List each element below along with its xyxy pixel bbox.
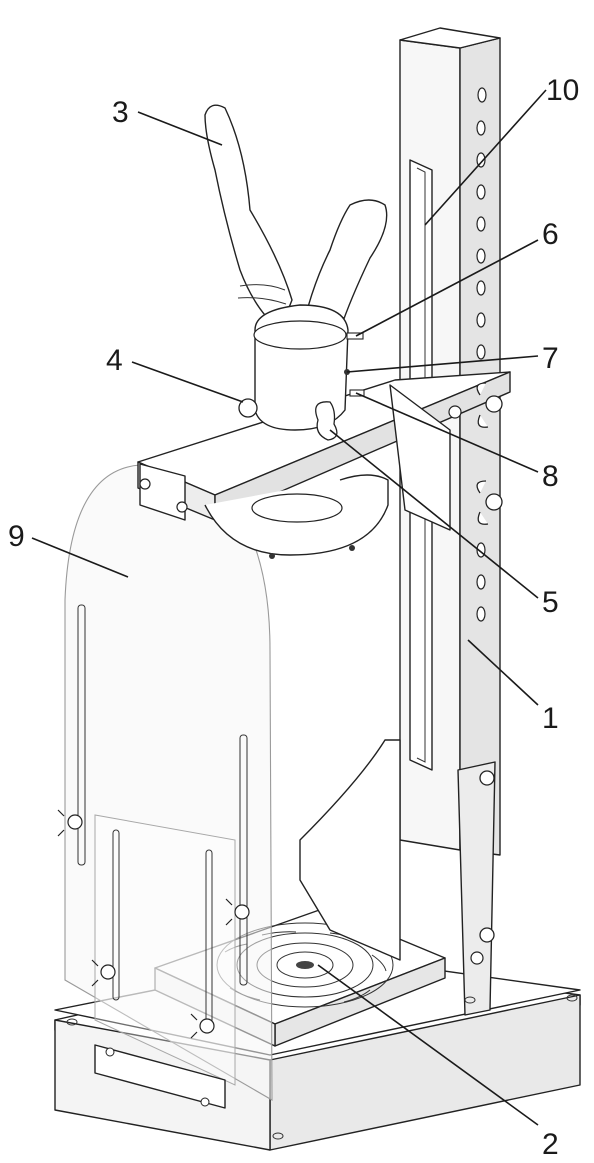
leader-8 xyxy=(355,392,539,473)
leader-lines xyxy=(31,89,547,1126)
funnel-ring xyxy=(204,474,389,559)
callout-3: 3 xyxy=(112,96,129,129)
callout-9: 9 xyxy=(8,520,25,553)
callout-4: 4 xyxy=(106,344,123,377)
callout-labels: 1 2 3 4 5 6 7 8 9 10 xyxy=(8,74,579,1161)
transparent-shield xyxy=(57,464,273,1109)
leader-7 xyxy=(346,355,539,373)
leader-4 xyxy=(131,361,244,403)
leader-3 xyxy=(137,111,223,146)
leader-5 xyxy=(329,429,539,599)
callout-5: 5 xyxy=(542,586,559,619)
support-brace xyxy=(457,761,496,1016)
leader-9 xyxy=(31,537,129,578)
leader-2 xyxy=(317,964,539,1126)
y-shaped-holder xyxy=(204,104,388,441)
leader-1 xyxy=(467,639,539,706)
callout-1: 1 xyxy=(542,702,559,735)
leader-10 xyxy=(424,89,547,226)
callout-8: 8 xyxy=(542,460,559,493)
leader-6 xyxy=(355,239,539,337)
callout-6: 6 xyxy=(542,218,559,251)
rear-panel xyxy=(299,739,401,961)
callout-10: 10 xyxy=(546,74,579,107)
callout-2: 2 xyxy=(542,1128,559,1161)
callout-7: 7 xyxy=(542,342,559,375)
